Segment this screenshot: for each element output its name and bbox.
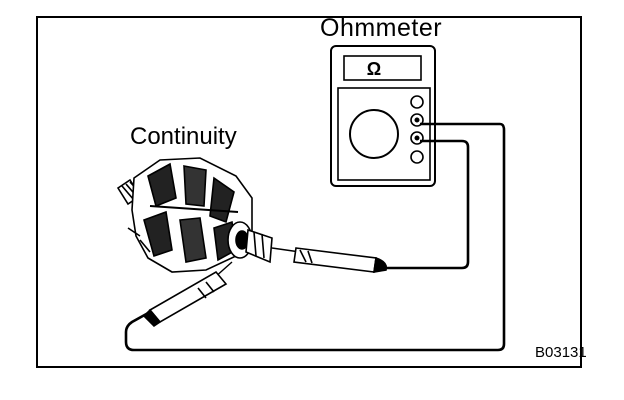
test-leads <box>124 122 506 352</box>
test-probe-icon <box>142 261 233 328</box>
ohmmeter-label: Ohmmeter <box>320 14 443 42</box>
figure-frame <box>36 16 582 368</box>
figure-code: B03131 <box>535 344 587 361</box>
rotor-icon <box>116 157 273 273</box>
ohmmeter-icon <box>330 45 436 187</box>
continuity-label: Continuity <box>130 123 237 150</box>
meter-display-symbol: Ω <box>366 59 382 79</box>
test-probe-icon <box>271 247 388 273</box>
